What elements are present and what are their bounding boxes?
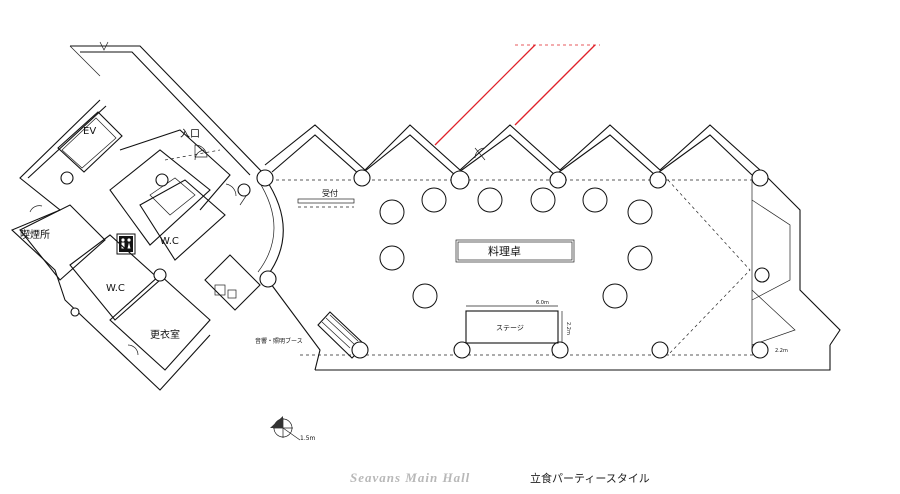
round-table (627, 199, 653, 225)
reception-label: 受付 (322, 188, 338, 198)
entrance-label: 入口 (180, 129, 200, 140)
venue-title: Seavans Main Hall (350, 470, 471, 485)
west-wing (10, 41, 266, 391)
food-table-label: 料理卓 (488, 244, 521, 258)
wc-upper-label: W.C (160, 236, 179, 247)
round-table (379, 199, 405, 225)
round-table (602, 283, 628, 309)
door-width-label: 2.2m (775, 348, 788, 354)
smoking-room-label: 喫煙所 (20, 229, 50, 241)
ev-label: EV (83, 126, 96, 137)
round-table (627, 245, 653, 271)
stage-width-label: 6.0m (536, 300, 549, 306)
stage-depth-label: 2.2m (565, 322, 571, 335)
round-table (379, 245, 405, 271)
changing-room-label: 更衣室 (150, 328, 180, 341)
round-table (582, 187, 608, 213)
style-title: 立食パーティースタイル (530, 472, 650, 485)
main-hall (256, 44, 841, 371)
wc-lower-label: W.C (106, 283, 125, 294)
reception-desk (297, 198, 355, 208)
round-table (477, 187, 503, 213)
stage (465, 310, 559, 344)
round-table (412, 283, 438, 309)
food-table (457, 241, 573, 261)
av-booth-label: 音響・照明ブース (255, 337, 303, 345)
scale-bar (270, 416, 301, 441)
round-table (421, 187, 447, 213)
round-tables (379, 187, 653, 309)
stage-label: ステージ (496, 324, 524, 332)
scale-label: 1.5m (300, 435, 316, 442)
curved-wall (264, 177, 284, 276)
round-table (530, 187, 556, 213)
